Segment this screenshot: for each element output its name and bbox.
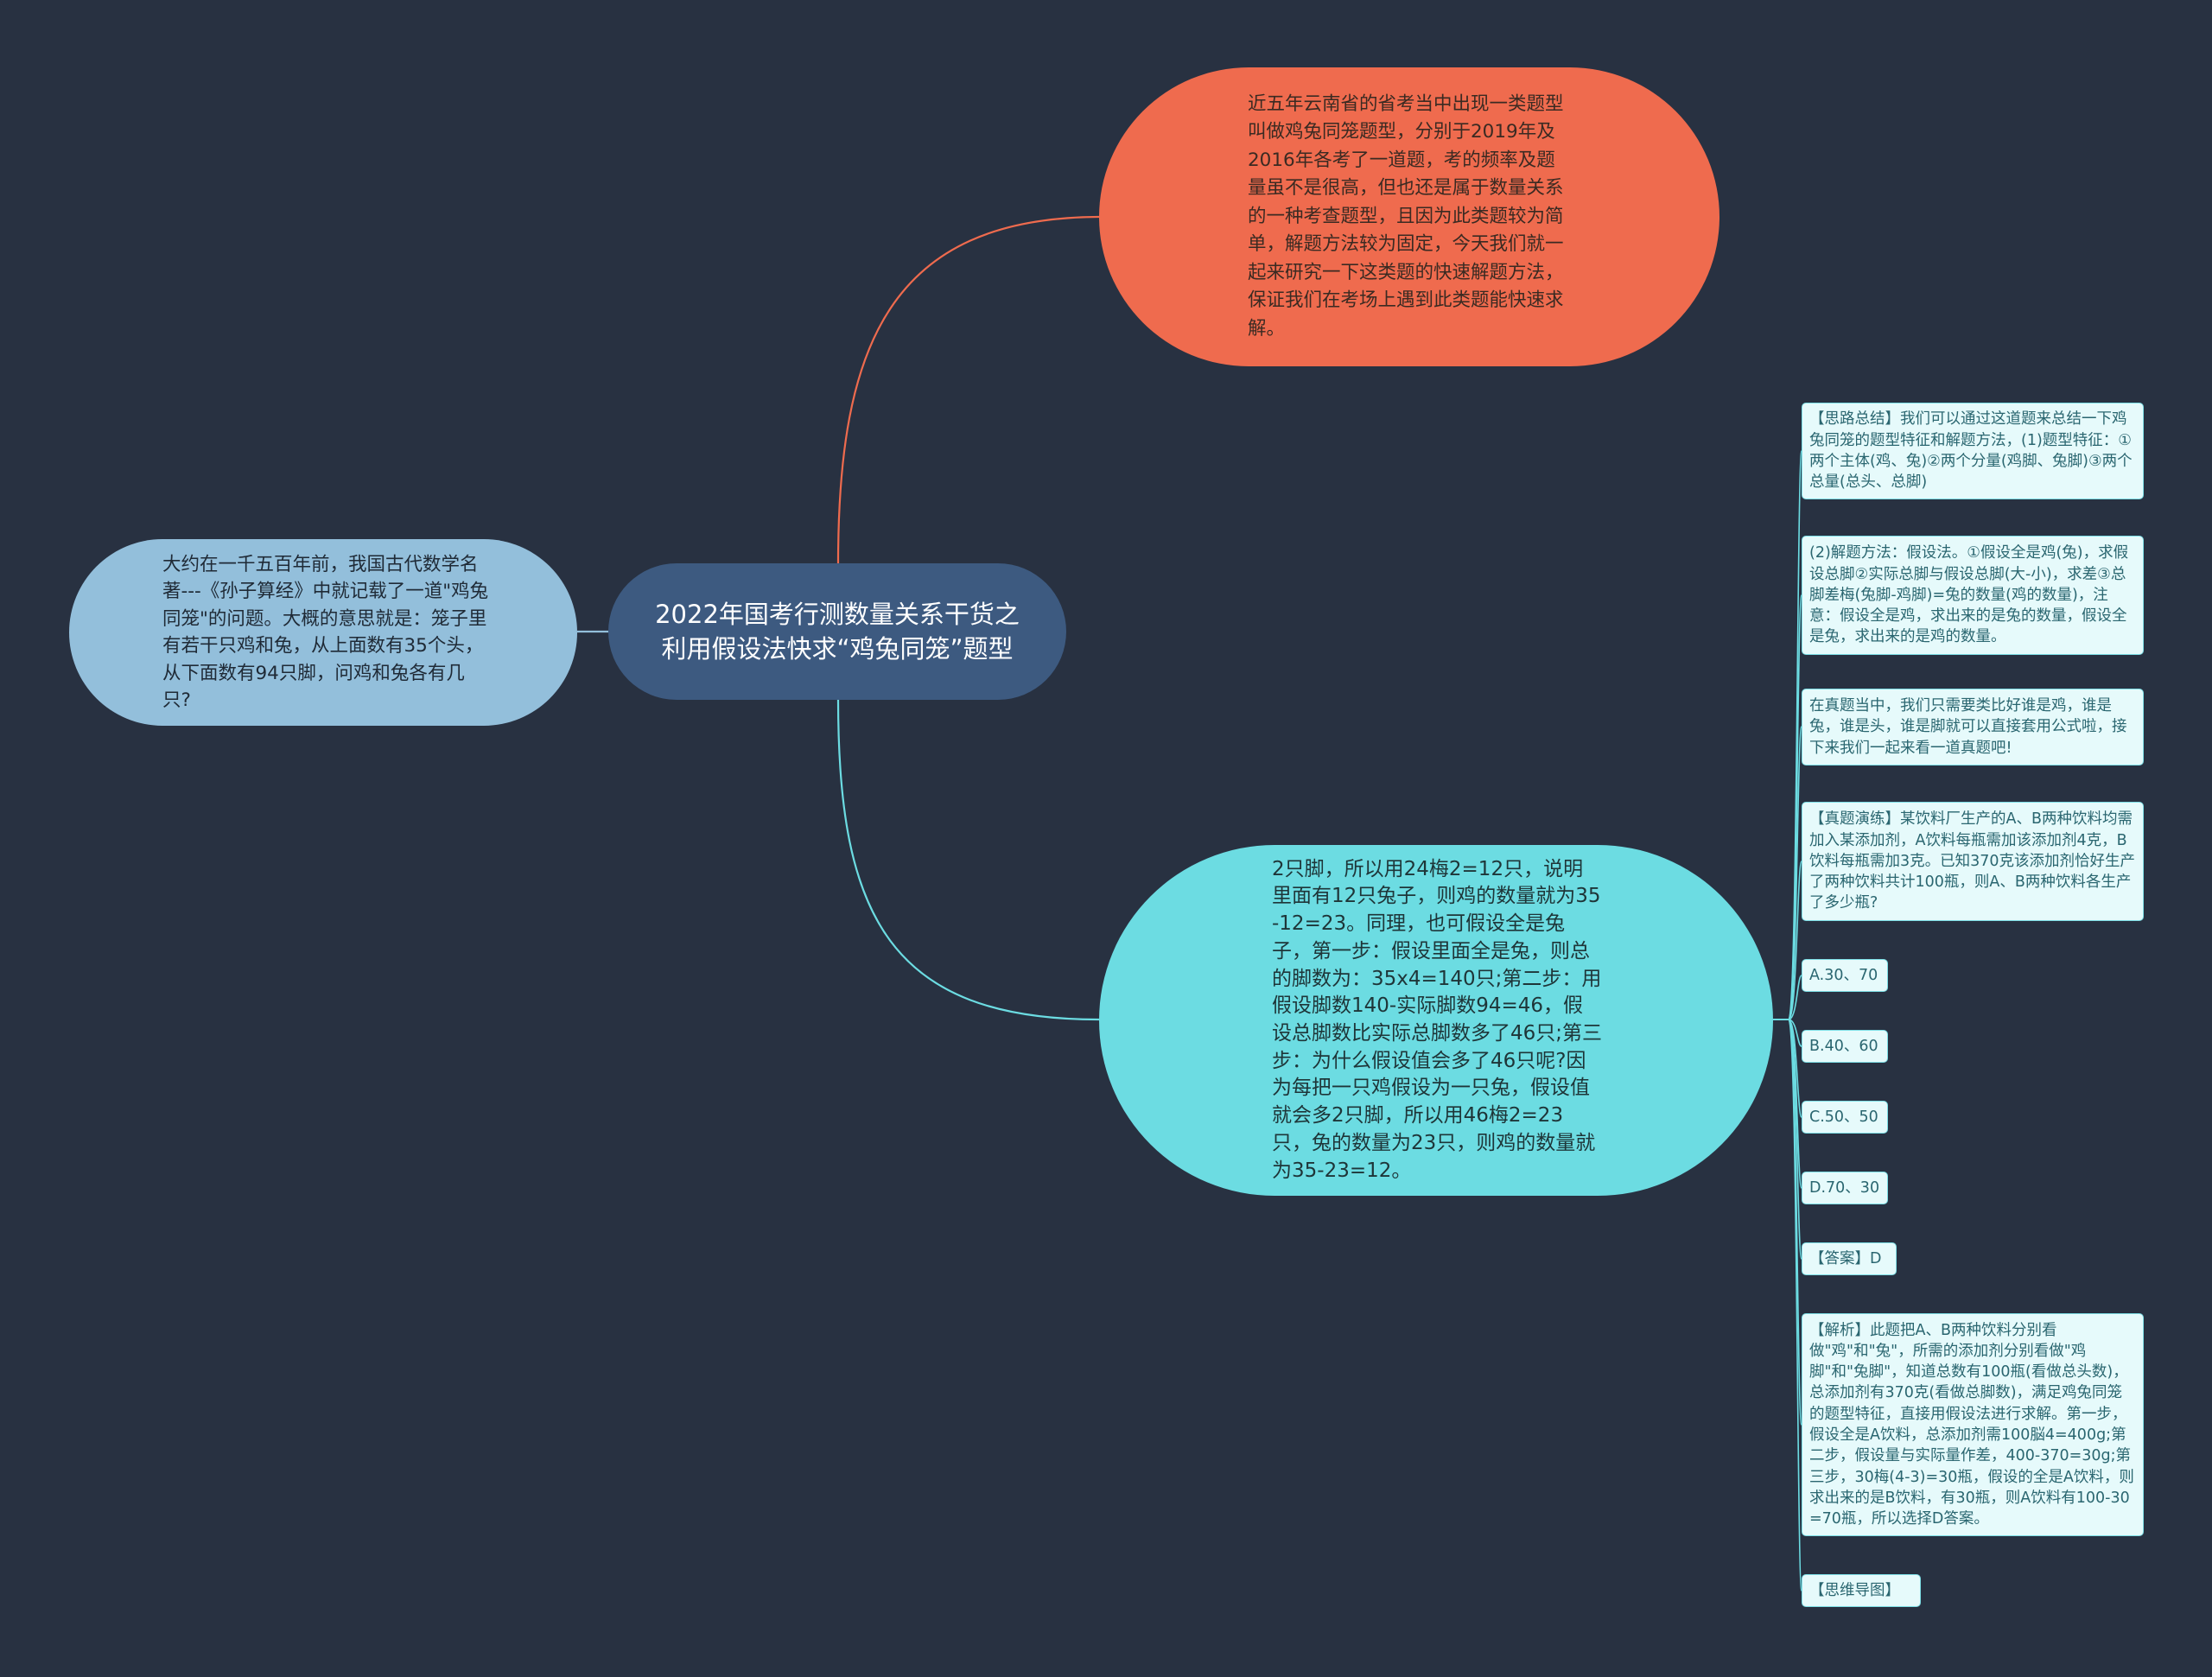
leaf-mindmap-text: 【思维导图】 <box>1809 1581 1900 1599</box>
leaf-answer-text: 【答案】D <box>1809 1249 1882 1267</box>
link-leaf-9 <box>1788 1019 1802 1260</box>
link-leaf-4 <box>1788 861 1802 1020</box>
leaf-option-c-text: C.50、50 <box>1809 1108 1878 1126</box>
leaf-option-a-text: A.30、70 <box>1809 966 1878 984</box>
leaf-option-b-text: B.40、60 <box>1809 1037 1878 1055</box>
history-text: 大约在一千五百年前，我国古代数学名著---《孙子算经》中就记载了一道"鸡兔同笼"… <box>162 553 489 712</box>
leaf-method-text: (2)解题方法：假设法。①假设全是鸡(兔)，求假设总脚②实际总脚与假设总脚(大-… <box>1809 544 2129 646</box>
link-center-intro <box>836 215 1100 564</box>
leaf-option-d-node[interactable]: D.70、30 <box>1802 1172 1888 1204</box>
leaf-method-node[interactable]: (2)解题方法：假设法。①假设全是鸡(兔)，求假设总脚②实际总脚与假设总脚(大-… <box>1802 536 2144 655</box>
leaf-exercise-text: 【真题演练】某饮料厂生产的A、B两种饮料均需加入某添加剂，A饮料每瓶需加该添加剂… <box>1809 810 2136 912</box>
history-node[interactable]: 大约在一千五百年前，我国古代数学名著---《孙子算经》中就记载了一道"鸡兔同笼"… <box>69 539 577 726</box>
leaf-option-c-node[interactable]: C.50、50 <box>1802 1101 1888 1134</box>
intro-text: 近五年云南省的省考当中出现一类题型叫做鸡兔同笼题型，分别于2019年及2016年… <box>1248 92 1564 340</box>
link-center-solution <box>836 699 1100 1021</box>
leaf-option-a-node[interactable]: A.30、70 <box>1802 959 1888 992</box>
central-topic-text: 2022年国考行测数量关系干货之利用假设法快求“鸡兔同笼”题型 <box>655 600 1020 664</box>
leaf-analysis-node[interactable]: 【解析】此题把A、B两种饮料分别看做"鸡"和"兔"，所需的添加剂分别看做"鸡脚"… <box>1802 1313 2144 1536</box>
leaf-summary-node[interactable]: 【思路总结】我们可以通过这道题来总结一下鸡兔同笼的题型特征和解题方法，(1)题型… <box>1802 403 2144 499</box>
solution-text: 2只脚，所以用24梅2=12只，说明里面有12只兔子，则鸡的数量就为35-12=… <box>1272 857 1603 1182</box>
leaf-answer-node[interactable]: 【答案】D <box>1802 1242 1897 1275</box>
leaf-links <box>1788 450 1802 1591</box>
leaf-mindmap-node[interactable]: 【思维导图】 <box>1802 1574 1921 1607</box>
leaf-analogy-text: 在真题当中，我们只需要类比好谁是鸡，谁是兔，谁是头，谁是脚就可以直接套用公式啦，… <box>1809 697 2127 757</box>
solution-node[interactable]: 2只脚，所以用24梅2=12只，说明里面有12只兔子，则鸡的数量就为35-12=… <box>1099 845 1773 1196</box>
leaf-analogy-node[interactable]: 在真题当中，我们只需要类比好谁是鸡，谁是兔，谁是头，谁是脚就可以直接套用公式啦，… <box>1802 689 2144 765</box>
link-leaf-5 <box>1788 975 1802 1020</box>
leaf-summary-text: 【思路总结】我们可以通过这道题来总结一下鸡兔同笼的题型特征和解题方法，(1)题型… <box>1809 410 2133 492</box>
leaf-analysis-text: 【解析】此题把A、B两种饮料分别看做"鸡"和"兔"，所需的添加剂分别看做"鸡脚"… <box>1809 1321 2134 1528</box>
link-leaf-11 <box>1788 1019 1802 1591</box>
central-topic-node[interactable]: 2022年国考行测数量关系干货之利用假设法快求“鸡兔同笼”题型 <box>608 563 1066 700</box>
leaf-option-d-text: D.70、30 <box>1809 1178 1880 1197</box>
leaf-option-b-node[interactable]: B.40、60 <box>1802 1030 1888 1063</box>
leaf-exercise-node[interactable]: 【真题演练】某饮料厂生产的A、B两种饮料均需加入某添加剂，A饮料每瓶需加该添加剂… <box>1802 802 2144 921</box>
intro-node[interactable]: 近五年云南省的省考当中出现一类题型叫做鸡兔同笼题型，分别于2019年及2016年… <box>1099 67 1719 366</box>
link-leaf-3 <box>1788 726 1802 1020</box>
